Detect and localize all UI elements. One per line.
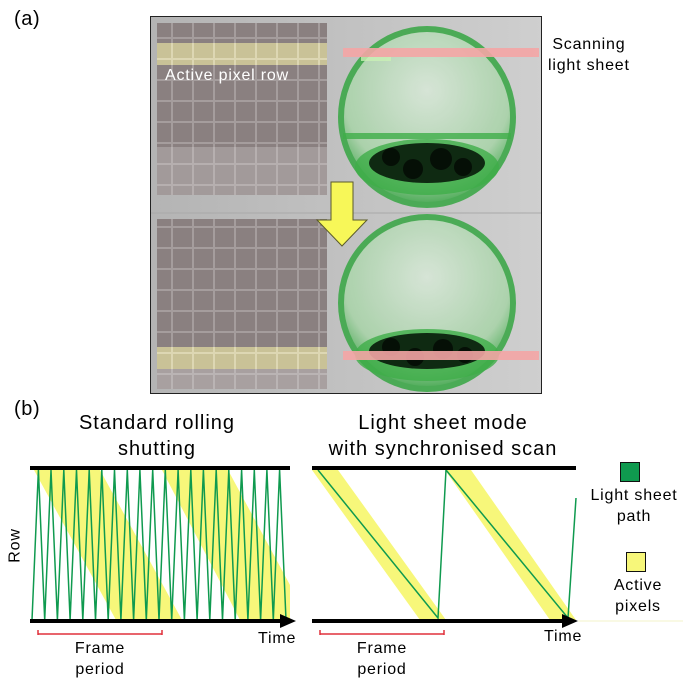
panel-b-label: (b) [14, 398, 41, 420]
scanning-sheet-label-line2: light sheet [548, 57, 630, 74]
illustration-graphic [151, 17, 541, 393]
left-plot-title-line2: shutting [117, 438, 197, 460]
scanning-sheet-label: Scanning light sheet [548, 34, 630, 76]
sensor-bottom [157, 219, 327, 389]
scanning-sheet-label-line1: Scanning [552, 36, 626, 53]
left-frame-period-line2: period [75, 661, 125, 678]
left-timing-diagram [30, 466, 296, 635]
down-arrow [315, 181, 369, 247]
left-frame-period-label: Frame period [70, 638, 130, 680]
legend-label-light-sheet-path-line2: path [616, 508, 652, 525]
right-frame-period-line1: Frame [356, 640, 408, 657]
legend-swatch-active-pixels [626, 552, 646, 572]
legend-swatch-light-sheet-path [620, 462, 640, 482]
active-pixel-row-bottom [157, 347, 327, 369]
sensor-and-embryo-illustration: Active pixel row [150, 16, 542, 394]
panel-a-label: (a) [14, 8, 41, 30]
y-axis-label: Row [6, 528, 24, 563]
active-pixel-row-top [157, 43, 327, 65]
legend-label-active-pixels: Active pixels [600, 575, 676, 617]
legend-label-active-pixels-line2: pixels [615, 598, 661, 615]
left-x-axis-label: Time [258, 630, 297, 647]
right-x-axis-label: Time [544, 628, 583, 645]
legend-label-active-pixels-line1: Active [613, 577, 663, 594]
legend-label-light-sheet-path-line1: Light sheet [590, 487, 678, 504]
left-plot-title-line1: Standard rolling [78, 412, 236, 434]
scanning-sheet-top [343, 48, 539, 57]
sensor-top [157, 23, 327, 195]
legend-label-light-sheet-path: Light sheet path [581, 485, 685, 527]
left-frame-period-line1: Frame [74, 640, 126, 657]
right-frame-period-label: Frame period [352, 638, 412, 680]
embryo-bottom [338, 214, 539, 392]
right-plot-title: Light sheet mode with synchronised scan [312, 410, 574, 462]
scanning-sheet-bottom [343, 351, 539, 360]
right-plot-title-line2: with synchronised scan [328, 438, 558, 460]
right-plot-title-line1: Light sheet mode [358, 412, 528, 434]
active-pixel-row-label: Active pixel row [165, 67, 289, 84]
left-plot-title: Standard rolling shutting [62, 410, 252, 462]
right-frame-period-line2: period [357, 661, 407, 678]
right-timing-diagram [312, 466, 683, 635]
embryo-top [338, 26, 539, 208]
